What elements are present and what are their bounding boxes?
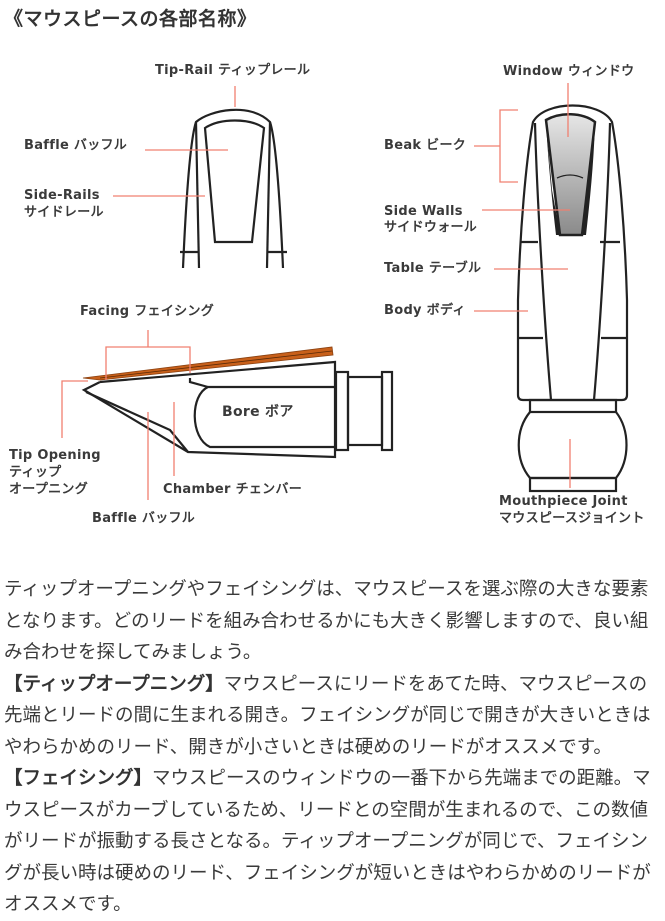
side-view-mouthpiece [81,360,394,459]
label-side-rails-jp: サイドレール [24,205,104,220]
tip-opening-heading: 【ティップオープニング】 [4,673,224,695]
label-baffle-side: Baffle バッフル [92,511,196,526]
side-view-leader-lines [61,330,191,500]
tip-opening-paragraph: 【ティップオープニング】マウスピースにリードをあてた時、マウスピースの先端とリー… [4,669,664,764]
front-view-mouthpiece [180,108,287,269]
back-view-mouthpiece [516,104,629,493]
label-joint-jp: マウスピースジョイント [499,511,645,526]
label-bore: Bore ボア [222,404,294,420]
back-view-leader-lines [474,83,571,488]
label-baffle-front: Baffle バッフル [24,138,128,153]
label-tip-opening-jp2: オープニング [9,482,89,497]
label-window: Window ウィンドウ [503,64,635,79]
front-view-leader-lines [113,86,236,197]
label-tip-opening-jp1: ティップ [9,465,62,480]
label-side-walls-en: Side Walls [384,204,463,219]
facing-heading: 【フェイシング】 [4,768,153,789]
tip-opening-text: マウスピースにリードをあてた時、マウスピースの先端とリードの間に生まれる開き。フ… [4,673,651,758]
label-side-rails-en: Side-Rails [24,188,100,203]
facing-text: マウスピースのウィンドウの一番下から先端までの距離。マウスピースがカーブしている… [4,768,651,915]
page-title: 《マウスピースの各部名称》 [4,8,257,30]
label-chamber: Chamber チェンバー [163,482,303,497]
label-tip-rail: Tip-Rail ティップレール [155,63,311,78]
intro-paragraph: ティップオープニングやフェイシングは、マウスピースを選ぶ際の大きな要素となります… [4,579,649,663]
mouthpiece-diagram [61,83,629,500]
label-tip-opening-en: Tip Opening [9,448,101,463]
facing-paragraph: 【フェイシング】マウスピースのウィンドウの一番下から先端までの距離。マウスピース… [4,763,664,921]
label-body: Body ボディ [384,303,466,318]
label-facing: Facing フェイシング [80,304,215,319]
label-joint-en: Mouthpiece Joint [499,494,628,509]
label-beak: Beak ビーク [384,138,467,153]
reed-shape [82,346,334,381]
description: ティップオープニングやフェイシングは、マウスピースを選ぶ際の大きな要素となります… [4,574,664,921]
label-table: Table テーブル [384,261,482,276]
label-side-walls-jp: サイドウォール [384,220,478,235]
